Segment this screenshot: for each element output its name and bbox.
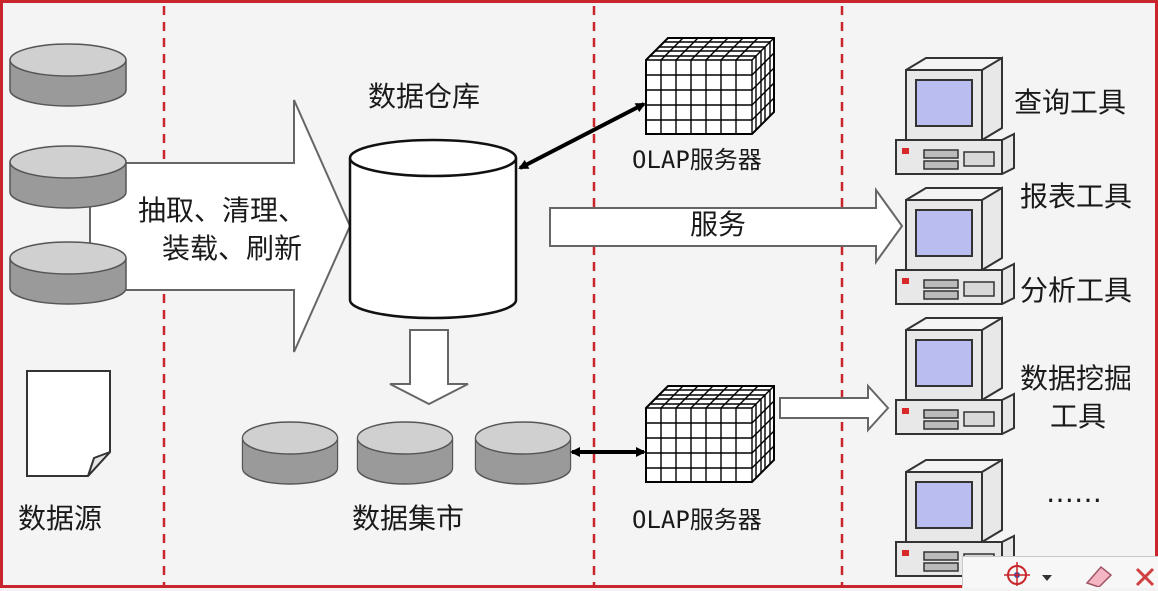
dividers — [162, 6, 844, 585]
olap-bottom-label: OLAP服务器 — [632, 506, 762, 534]
tool-mining-label: 数据挖掘 — [1020, 362, 1132, 395]
computer-query — [895, 57, 1015, 175]
datamart-disk-1 — [241, 421, 339, 485]
target-icon[interactable] — [1001, 559, 1035, 587]
datamart-disk-3 — [474, 421, 572, 485]
etl-label-line2: 装载、刷新 — [162, 232, 302, 265]
service-label: 服务 — [690, 208, 746, 241]
olap-cube-top — [645, 37, 775, 135]
computer-report — [895, 187, 1015, 305]
down-arrow — [389, 329, 469, 406]
architecture-diagram: 数据源 抽取、清理、 装载、刷新 数据仓库 数据集市 OLAP服务器 OLAP服… — [9, 6, 1132, 585]
close-icon[interactable] — [1129, 559, 1158, 587]
datamart-label: 数据集市 — [352, 502, 464, 535]
service-arrow — [549, 186, 904, 266]
datamart-disk-2 — [356, 421, 454, 485]
source-disk-1 — [9, 43, 127, 107]
tools-ellipsis: …… — [1046, 476, 1102, 509]
tool-query-label: 查询工具 — [1014, 86, 1126, 119]
source-label: 数据源 — [18, 502, 102, 535]
olap-top-label: OLAP服务器 — [632, 146, 762, 174]
etl-label-line1: 抽取、清理、 — [138, 194, 306, 227]
source-disk-3 — [9, 241, 127, 305]
tool-analysis-label: 分析工具 — [1020, 274, 1132, 307]
olap-cube-bottom — [645, 385, 775, 483]
mining-arrow — [779, 383, 890, 433]
computer-mining — [895, 317, 1015, 435]
floating-toolbar — [962, 556, 1158, 588]
dropdown-arrow-icon[interactable] — [1037, 559, 1057, 587]
warehouse-label: 数据仓库 — [368, 80, 480, 113]
eraser-icon[interactable] — [1081, 559, 1115, 588]
document-icon — [26, 370, 111, 477]
warehouse-olap-arrow — [518, 102, 646, 170]
warehouse-cylinder — [348, 138, 518, 320]
tool-report-label: 报表工具 — [1020, 180, 1132, 213]
tool-mining-label-2: 工具 — [1050, 400, 1106, 433]
source-disk-2 — [9, 145, 127, 209]
